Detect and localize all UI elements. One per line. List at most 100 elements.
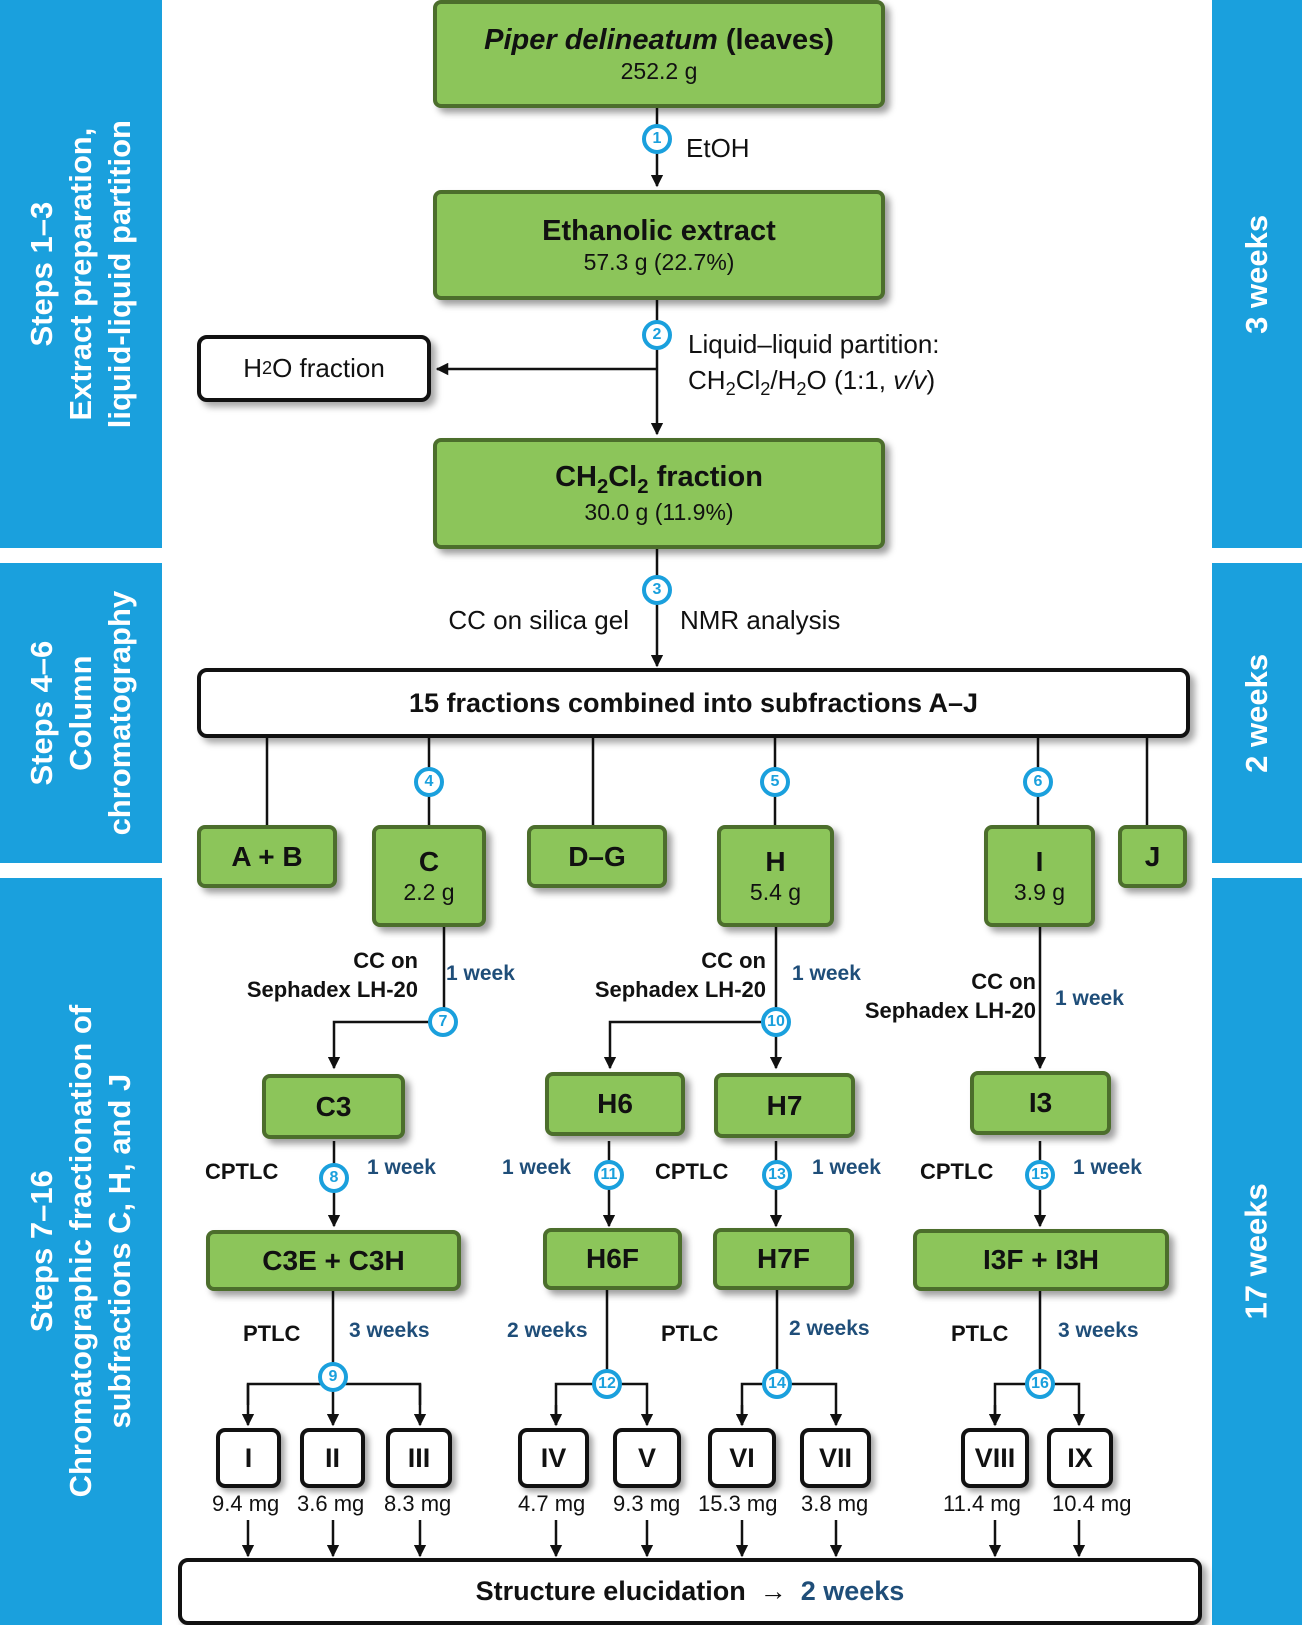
cc-silica-label: CC on silica gel — [448, 605, 629, 635]
subfraction-label: I — [1035, 846, 1044, 878]
compound-id: IX — [1067, 1442, 1093, 1473]
plant-part: (leaves) — [725, 23, 834, 56]
formula-subscript: 2 — [725, 379, 736, 400]
ptlc-label: PTLC — [243, 1321, 301, 1346]
subfraction-label: H7F — [757, 1243, 810, 1275]
subfraction-label: A + B — [231, 840, 303, 872]
compound-box: VI — [708, 1428, 776, 1488]
compound-mass: 11.4 mg — [943, 1491, 1021, 1516]
step-circle: 7 — [428, 1007, 458, 1037]
step-circle: 15 — [1025, 1160, 1055, 1190]
compound-mass: 3.8 mg — [801, 1491, 869, 1516]
subfraction-j-box: J — [1118, 825, 1187, 888]
plant-title: Piper delineatum (leaves) — [484, 23, 834, 58]
duration-label: 1 week — [502, 1156, 571, 1179]
sephadex-label: Sephadex LH-20 — [864, 998, 1036, 1023]
cptlc-label: CPTLC — [655, 1159, 729, 1184]
compound-mass: 9.3 mg — [613, 1491, 681, 1516]
subfraction-mass: 3.9 g — [1013, 879, 1066, 905]
duration-label: 3 weeks — [349, 1319, 430, 1342]
compound-box: V — [613, 1428, 681, 1488]
duration-label: 1 week — [367, 1156, 436, 1179]
step-circle: 6 — [1023, 767, 1053, 797]
h6-box: H6 — [545, 1072, 685, 1136]
duration-label: 3 weeks — [1058, 1319, 1139, 1342]
formula-part: CH — [555, 461, 597, 494]
subfraction-label: C3E + C3H — [262, 1244, 405, 1276]
formula-part: CH — [688, 365, 726, 395]
compound-mass: 8.3 mg — [384, 1491, 452, 1516]
duration-label: 2 weeks — [789, 1317, 870, 1340]
formula-subscript: 2 — [261, 358, 273, 378]
duration-label: 1 week — [812, 1156, 881, 1179]
compound-id: VII — [818, 1442, 852, 1473]
extract-title: Ethanolic extract — [542, 214, 776, 247]
ch2cl2-title: CH2Cl2 fraction — [555, 460, 763, 499]
formula-subscript: 2 — [637, 475, 649, 498]
right-band-17-weeks: 17 weeks — [1212, 878, 1302, 1625]
duration-label: 1 week — [792, 962, 861, 985]
compound-id: II — [324, 1442, 340, 1473]
structure-elucidation-box: Structure elucidation → 2 weeks — [178, 1558, 1202, 1625]
plant-material-box: Piper delineatum (leaves) 252.2 g — [433, 0, 885, 108]
compound-mass: 10.4 mg — [1052, 1491, 1132, 1516]
left-band-steps-7-16: Steps 7–16 Chromatographic fractionation… — [0, 878, 162, 1625]
step-circle: 11 — [594, 1160, 624, 1190]
step-circle: 3 — [642, 575, 672, 605]
h6f-box: H6F — [543, 1228, 682, 1290]
band-title: Steps 4–6 — [23, 640, 59, 786]
band-text: chromatography — [101, 590, 137, 836]
compound-box: VIII — [961, 1428, 1029, 1488]
ch2cl2-mass: 30.0 g (11.9%) — [584, 499, 734, 526]
subfraction-label: H6 — [597, 1088, 633, 1120]
compound-box: IV — [518, 1428, 589, 1488]
subfraction-i-box: I 3.9 g — [984, 825, 1095, 927]
step-circle: 9 — [318, 1362, 348, 1392]
subfraction-label: C — [418, 846, 440, 878]
right-band-2-weeks: 2 weeks — [1212, 563, 1302, 863]
band-duration: 3 weeks — [1238, 214, 1274, 334]
subfraction-label: D–G — [568, 840, 626, 872]
band-duration: 2 weeks — [1238, 653, 1274, 773]
compound-id: V — [637, 1442, 656, 1473]
step-circle: 8 — [319, 1163, 349, 1193]
step-circle: 4 — [414, 767, 444, 797]
combined-fractions-box: 15 fractions combined into subfractions … — [197, 668, 1190, 738]
duration-label: 2 weeks — [507, 1319, 588, 1342]
band-duration: 17 weeks — [1238, 1183, 1274, 1320]
arrow-right-icon: → — [759, 1576, 787, 1606]
step-circle: 2 — [642, 320, 672, 350]
compound-id: III — [407, 1442, 431, 1473]
subfraction-mass: 2.2 g — [403, 879, 455, 905]
subfraction-label: I3 — [1028, 1087, 1053, 1119]
band-text: Chromatographic fractionation of — [62, 1005, 98, 1498]
subfraction-ab-box: A + B — [197, 825, 337, 888]
band-text: Extract preparation, — [62, 127, 98, 421]
formula-subscript: 2 — [596, 475, 609, 498]
compound-id: VIII — [974, 1442, 1016, 1473]
subfraction-label: H6F — [586, 1243, 639, 1275]
h7-box: H7 — [714, 1073, 855, 1138]
compound-mass: 4.7 mg — [518, 1491, 586, 1516]
formula-part: v/v — [893, 365, 927, 395]
step-circle: 13 — [762, 1160, 792, 1190]
h7f-box: H7F — [713, 1228, 854, 1290]
i3-box: I3 — [970, 1071, 1111, 1135]
formula-part: Cl — [735, 365, 761, 395]
formula-part: Cl — [608, 461, 638, 494]
subfraction-label: I3F + I3H — [983, 1244, 1099, 1276]
band-title: Steps 1–3 — [23, 201, 59, 347]
nmr-analysis-label: NMR analysis — [680, 605, 841, 635]
compound-box: I — [216, 1428, 281, 1488]
band-title: Steps 7–16 — [23, 1170, 59, 1333]
cc-on-label: CC on — [971, 969, 1036, 994]
band-text: Column — [62, 655, 98, 771]
duration-label: 1 week — [1073, 1156, 1142, 1179]
structure-label: Structure elucidation — [475, 1576, 746, 1606]
compound-box: VII — [800, 1428, 871, 1488]
c3-box: C3 — [262, 1074, 405, 1139]
ptlc-label: PTLC — [661, 1321, 719, 1346]
subfraction-label: C3 — [315, 1090, 352, 1122]
formula-part: /H — [770, 365, 797, 395]
